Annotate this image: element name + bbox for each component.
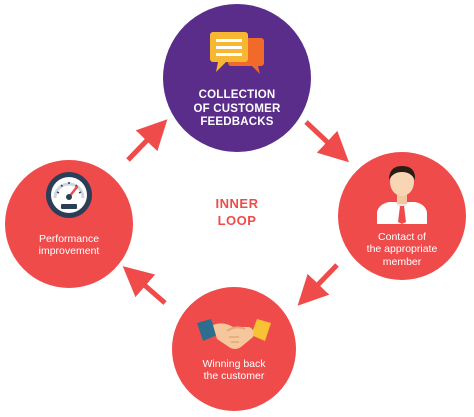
node-bottom-line2: the customer [203, 370, 265, 383]
node-right-line2: the appropriate [366, 243, 438, 256]
node-top-line3: FEEDBACKS [200, 116, 274, 129]
node-top-label: COLLECTION OF CUSTOMER FEEDBACKS [194, 89, 281, 130]
node-right-line1: Contact of [378, 231, 426, 243]
node-bottom-label: Winning back the customer [202, 358, 265, 383]
arrow-bottom-to-left [122, 266, 167, 305]
node-contact-member: Contact of the appropriate member [338, 152, 466, 280]
node-left-label: Performance improvement [39, 233, 100, 258]
arrow-right-to-bottom [297, 263, 339, 306]
arrow-left-to-top [126, 119, 168, 162]
center-label-line1: INNER [215, 196, 259, 211]
node-bottom-line1: Winning back [202, 358, 266, 370]
node-top-line1: COLLECTION [198, 89, 276, 101]
node-right-line3: member [382, 255, 422, 268]
node-right-label: Contact of the appropriate member [367, 231, 438, 268]
arrow-top-to-right [304, 120, 349, 163]
node-left-line1: Performance [38, 233, 100, 245]
node-winning-back-customer: Winning back the customer [172, 287, 296, 411]
node-performance-improvement: Performance improvement [5, 160, 133, 288]
gauge-icon [44, 170, 94, 225]
chat-bubbles-icon [208, 30, 266, 83]
person-tie-icon [375, 162, 429, 229]
node-left-line2: improvement [38, 245, 100, 258]
node-collection-of-feedbacks: COLLECTION OF CUSTOMER FEEDBACKS [163, 4, 311, 152]
center-label: INNER LOOP [197, 196, 277, 230]
handshake-icon [197, 317, 271, 356]
center-label-line2: LOOP [217, 212, 257, 228]
node-top-line2: OF CUSTOMER [193, 102, 281, 115]
